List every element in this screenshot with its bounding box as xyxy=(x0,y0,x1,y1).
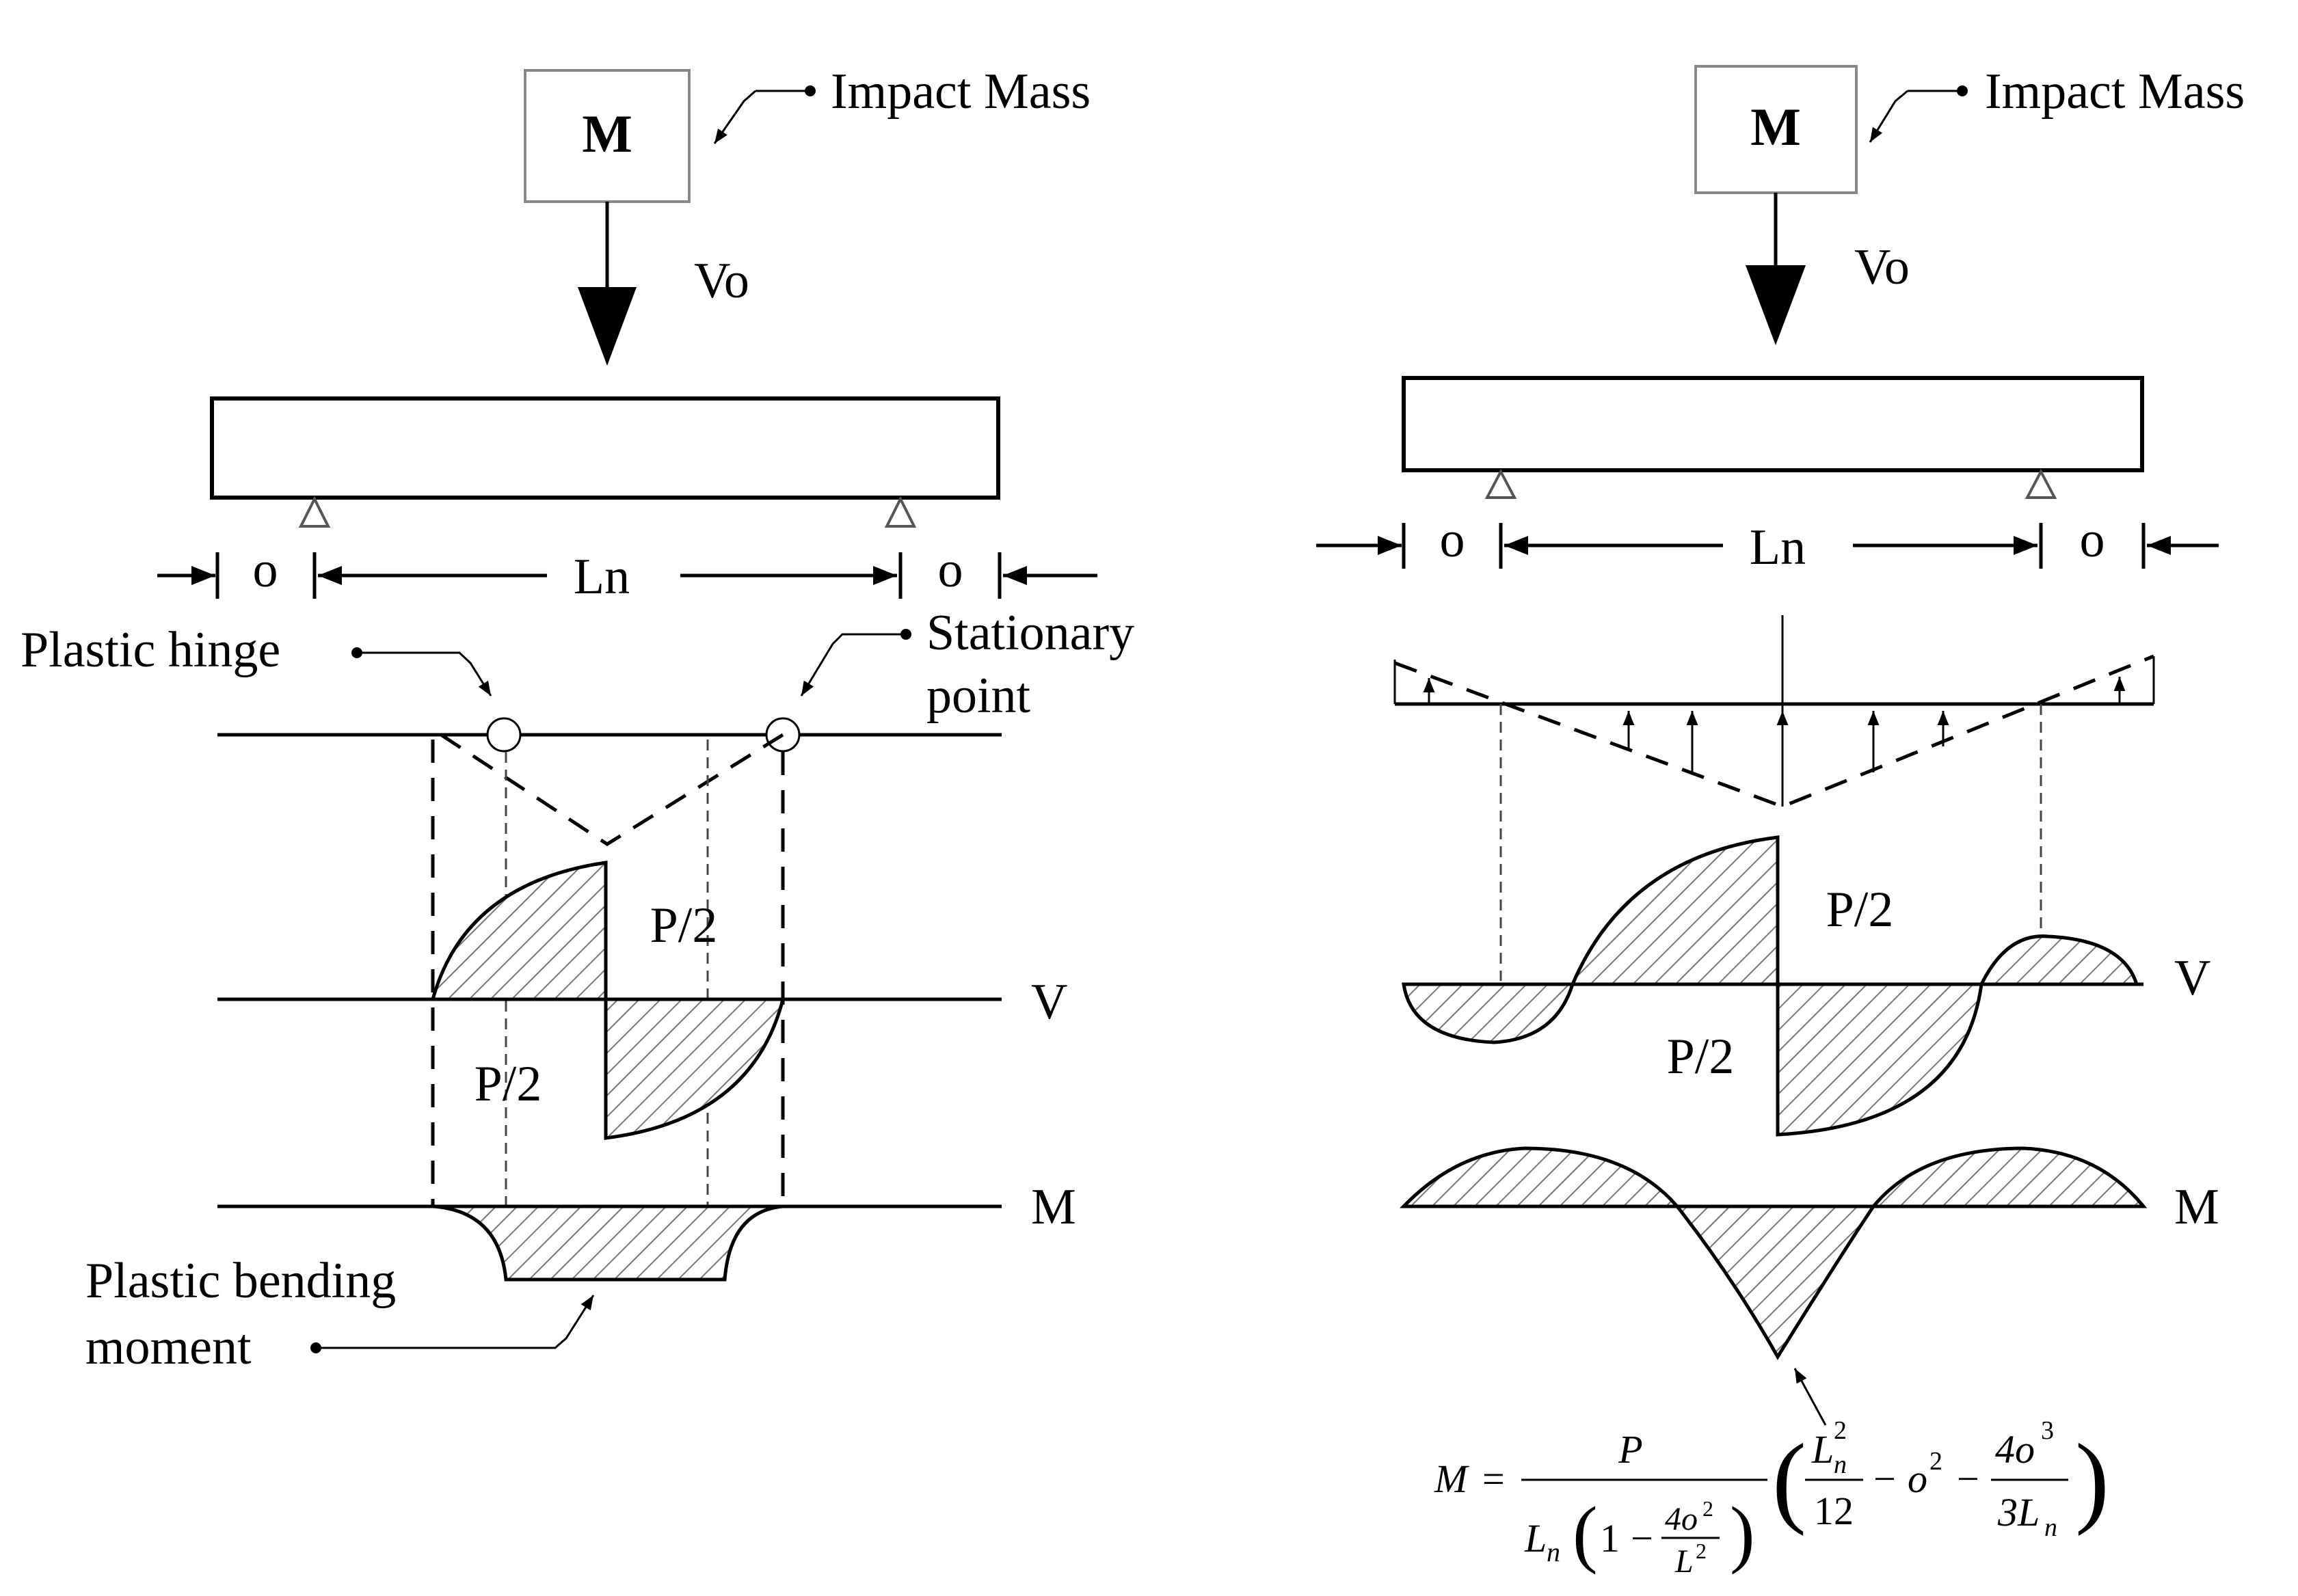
right-shear-negative xyxy=(1776,982,1983,1137)
right-velocity-label: Vo xyxy=(1854,239,1910,295)
left-plastic-hinge-label: Plastic hinge xyxy=(21,622,280,678)
right-mass-label: M xyxy=(1750,97,1801,157)
left-figure: M Impact Mass Vo o Ln o Plastic hinge St… xyxy=(21,64,1134,1375)
eq-paren-open: ( xyxy=(1772,1423,1806,1537)
right-moment-equation: M = P L n ( 1 − 4o 2 L 2 ) ( L n 2 12 − … xyxy=(1434,1416,2109,1580)
right-support-right xyxy=(2025,468,2057,499)
eq-den-4o: 4o xyxy=(1665,1501,1698,1537)
right-moment-sag xyxy=(1673,1204,1877,1360)
left-shear-negative xyxy=(604,997,786,1140)
left-moment-area xyxy=(432,1204,784,1282)
eq-equals: = xyxy=(1482,1457,1505,1501)
eq-minus-2: − xyxy=(1957,1457,1979,1501)
eq-term3-n: n xyxy=(2044,1513,2057,1542)
right-moment-right-hump xyxy=(1869,1146,2148,1208)
left-span-label: Ln xyxy=(574,549,630,605)
eq-den-minus: − xyxy=(1631,1516,1653,1560)
left-pbm-leader xyxy=(316,1295,595,1349)
right-overhang-right-label: o xyxy=(2080,512,2105,568)
eq-den-n: n xyxy=(1547,1537,1560,1567)
right-moment-axis-label: M xyxy=(2174,1179,2219,1235)
left-deflected-shape xyxy=(440,733,784,846)
right-figure: M Impact Mass Vo o Ln o xyxy=(1316,64,2245,1580)
eq-paren-close: ) xyxy=(2075,1423,2109,1537)
left-stationary-label-2: point xyxy=(926,668,1031,724)
eq-den-one: 1 xyxy=(1600,1516,1620,1560)
right-moment-left-hump xyxy=(1400,1146,1681,1208)
eq-den-paren-open: ( xyxy=(1573,1491,1598,1575)
right-shear-left-lobe xyxy=(1402,982,1575,1044)
left-impact-leader-bend xyxy=(713,90,756,144)
eq-term1-twelve: 12 xyxy=(1814,1489,1854,1533)
left-velocity-label: Vo xyxy=(694,253,749,309)
left-shear-positive xyxy=(430,861,608,1001)
left-moment-axis-label: M xyxy=(1031,1179,1076,1235)
eq-term1-n: n xyxy=(1834,1450,1847,1479)
eq-term3-cube: 3 xyxy=(2041,1416,2054,1445)
left-shear-upper-label: P/2 xyxy=(650,897,718,953)
eq-den-L2-sq: 2 xyxy=(1696,1539,1707,1563)
right-velocity-arrowhead xyxy=(1746,265,1806,345)
left-shear-lower-label: P/2 xyxy=(475,1056,542,1112)
left-stationary-label-1: Stationary xyxy=(926,605,1134,661)
right-shear-axis-label: V xyxy=(2174,950,2210,1006)
left-mass-box xyxy=(524,69,691,203)
right-shear-lower-label: P/2 xyxy=(1667,1029,1735,1085)
right-support-left xyxy=(1484,468,1517,499)
right-overhang-left-label: o xyxy=(1440,512,1465,568)
right-mass-box xyxy=(1694,65,1858,194)
left-mass-label: M xyxy=(582,104,632,163)
left-hinge-leader xyxy=(357,651,492,696)
eq-den-4o-sq: 2 xyxy=(1702,1496,1713,1521)
right-load-profile xyxy=(1394,654,2154,809)
left-pbm-label-1: Plastic bending xyxy=(85,1253,396,1309)
right-shear-positive xyxy=(1570,835,1780,986)
right-impact-mass-label: Impact Mass xyxy=(1985,64,2245,120)
right-span-label: Ln xyxy=(1750,519,1806,576)
right-equation-leader xyxy=(1793,1368,1827,1426)
eq-minus-1: − xyxy=(1873,1457,1896,1501)
eq-lhs: M xyxy=(1434,1457,1469,1501)
eq-term3-4o: 4o xyxy=(1995,1427,2035,1472)
left-stationary-leader xyxy=(800,633,906,696)
right-load-arrows xyxy=(1423,677,2126,800)
right-beam xyxy=(1402,376,2144,472)
left-support-right xyxy=(884,496,917,528)
left-support-left xyxy=(298,496,331,528)
right-shear-right-lobe xyxy=(1978,934,2139,986)
left-pbm-label-2: moment xyxy=(85,1319,252,1375)
left-velocity-arrowhead xyxy=(578,287,637,366)
eq-term1-sq: 2 xyxy=(1834,1416,1847,1445)
left-overhang-left-label: o xyxy=(253,542,278,598)
left-beam xyxy=(210,396,1000,500)
eq-den-L2: L xyxy=(1674,1543,1694,1580)
left-impact-leader-dot xyxy=(805,85,816,96)
right-shear-upper-label: P/2 xyxy=(1826,882,1894,938)
eq-o: o xyxy=(1908,1457,1927,1501)
right-impact-leader-bend xyxy=(1869,90,1908,143)
left-impact-mass-label: Impact Mass xyxy=(831,64,1091,120)
left-plastic-hinge-circle xyxy=(486,717,522,753)
eq-term3-3L: 3L xyxy=(1997,1490,2040,1534)
eq-o-sq: 2 xyxy=(1929,1447,1942,1476)
eq-den-L: L xyxy=(1524,1516,1547,1560)
left-shear-axis-label: V xyxy=(1031,974,1067,1030)
eq-numerator-P: P xyxy=(1618,1427,1642,1472)
left-overhang-right-label: o xyxy=(938,542,963,598)
eq-term1-L: L xyxy=(1811,1427,1834,1472)
eq-den-paren-close: ) xyxy=(1730,1491,1755,1575)
